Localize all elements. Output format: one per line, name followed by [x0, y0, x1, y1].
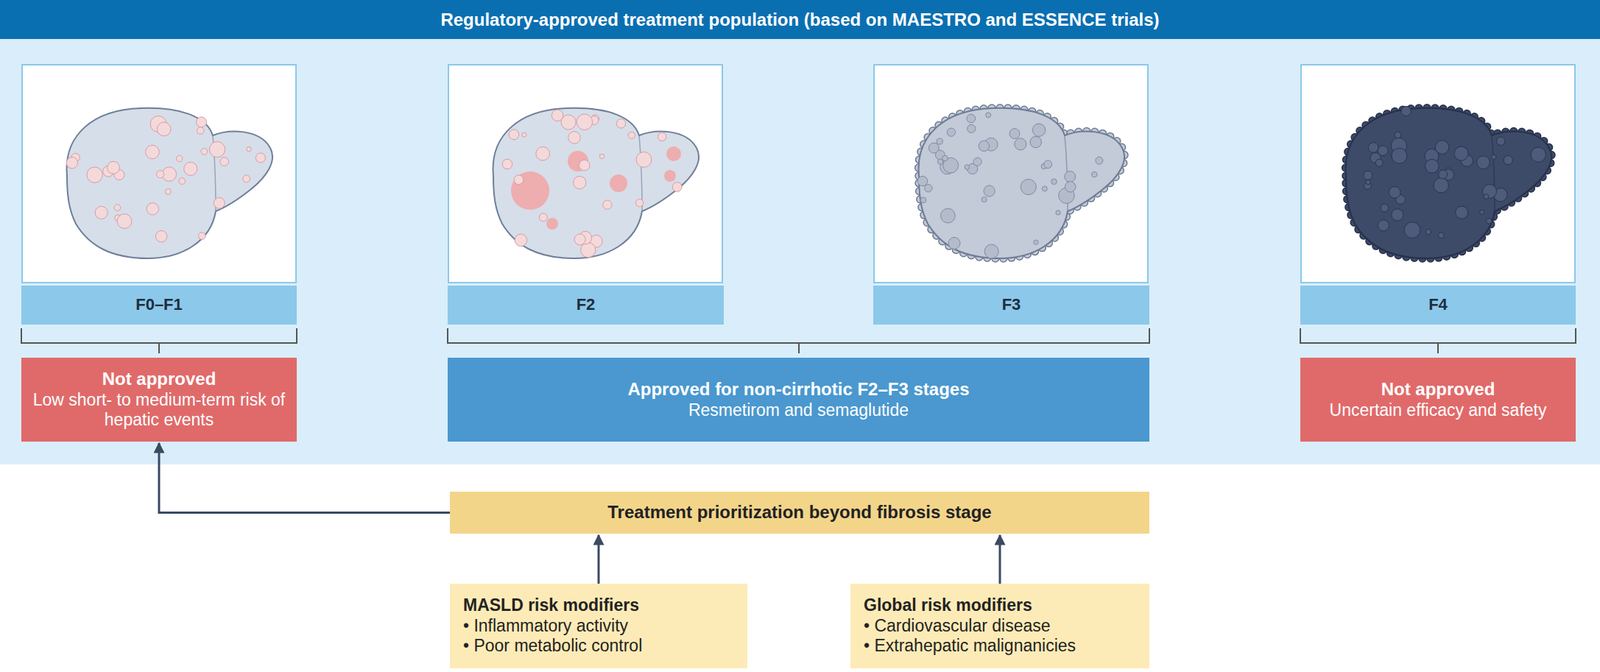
modifier-box: MASLD risk modifiers• Inflammatory activ… — [449, 583, 748, 669]
box-heading: MASLD risk modifiers — [463, 595, 735, 617]
box-heading: F3 — [883, 295, 1140, 315]
stage-label: F2 — [447, 285, 724, 325]
title-banner: Regulatory-approved treatment population… — [0, 0, 1600, 40]
stage-label: F3 — [873, 285, 1150, 325]
liver-card — [21, 64, 297, 284]
status-box: Not approvedUncertain efficacy and safet… — [1300, 357, 1576, 442]
box-text: • Inflammatory activity — [463, 616, 735, 637]
box-heading: Not approved — [1310, 379, 1566, 401]
connector-arrow — [159, 443, 450, 514]
status-box: Approved for non-cirrhotic F2–F3 stagesR… — [447, 357, 1150, 442]
box-text: Resmetirom and semaglutide — [457, 400, 1140, 422]
box-heading: F0–F1 — [31, 295, 287, 315]
liver-illustration — [1301, 65, 1575, 283]
priority-box: Treatment prioritization beyond fibrosis… — [449, 491, 1150, 534]
stage-label: F4 — [1300, 285, 1576, 325]
liver-card — [1300, 64, 1576, 284]
box-heading: Approved for non-cirrhotic F2–F3 stages — [457, 379, 1140, 401]
liver-card — [873, 64, 1149, 284]
box-heading: Not approved — [31, 368, 287, 391]
connector-arrow — [597, 535, 601, 584]
box-heading: F4 — [1310, 295, 1566, 315]
stage-label: F0–F1 — [21, 285, 297, 325]
modifier-box: Global risk modifiers• Cardiovascular di… — [850, 583, 1150, 669]
box-text: Uncertain efficacy and safety — [1310, 400, 1566, 422]
box-text: • Extrahepatic malignanicies — [863, 636, 1137, 657]
liver-illustration — [449, 65, 722, 283]
box-text: • Poor metabolic control — [463, 636, 735, 657]
box-heading: Global risk modifiers — [863, 595, 1137, 617]
box-heading: Treatment prioritization beyond fibrosis… — [460, 502, 1140, 524]
liver-illustration — [874, 65, 1148, 283]
connector-arrow — [999, 535, 1002, 584]
liver-card — [447, 64, 724, 284]
box-text: Low short- to medium-term risk of hepati… — [31, 390, 287, 431]
box-heading: F2 — [457, 295, 714, 315]
title-text: Regulatory-approved treatment population… — [440, 9, 1159, 31]
status-box: Not approvedLow short- to medium-term ri… — [21, 357, 297, 442]
box-text: • Cardiovascular disease — [863, 616, 1137, 637]
liver-illustration — [22, 65, 296, 283]
